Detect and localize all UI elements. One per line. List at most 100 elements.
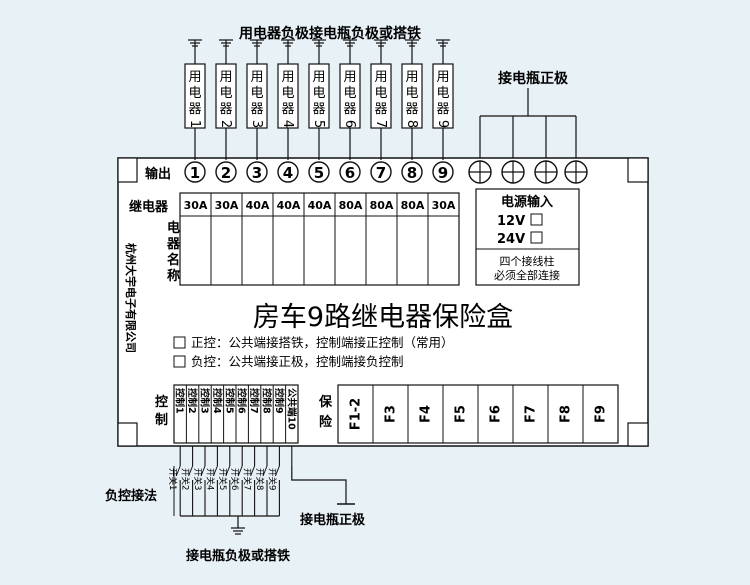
appliance-char: 器 [312,102,325,117]
company-name: 杭州大宇电子有限公司 [124,243,138,353]
appliance-char: 器 [281,102,294,117]
appliance-char: 用 [312,70,325,85]
control-pin-label: 控制8 [261,388,273,414]
switch-3: 开关3 [192,465,206,516]
appliance-char: 器 [374,102,387,117]
mode-checkbox-2[interactable] [173,355,186,368]
relay-label: 继电器 [129,199,169,215]
relay-rating: 80A [370,199,394,212]
power-note-line2: 必须全部连接 [494,268,560,282]
fuse-slot-label: F4 [419,405,434,423]
appliance-char: 器 [219,102,232,117]
power-input-title: 电源输入 [501,194,553,210]
switch-label: 开关9 [266,468,277,490]
appliance-number: 4 [280,120,295,128]
appliance-char: 电 [374,86,387,101]
appliance-number: 6 [342,120,357,128]
switch-label: 开关3 [192,468,203,490]
battery-negative-label-bottom: 接电瓶负极或搭铁 [186,548,290,564]
mode-text-1: 正控：公共端接搭铁，控制端接正控制（常用） [191,335,454,350]
fuse-slot-label: F6 [489,405,504,423]
output-label: 输出 [145,166,171,182]
appliance-char: 器 [405,102,418,117]
control-pin-label: 控制5 [223,388,235,414]
voltage-12v-label: 12V [497,214,525,229]
output-terminal-7: 7 [370,161,392,183]
fuse-slot-label: F8 [559,405,574,423]
relay-rating: 40A [308,199,332,212]
appliance-number: 1 [187,120,202,128]
voltage-24v-checkbox[interactable] [530,231,543,244]
switch-1: 开关1 [167,465,181,516]
switch-label: 开关1 [167,468,178,490]
appliance-char: 电 [188,86,201,101]
mode-option-1[interactable]: 正控：公共端接搭铁，控制端接正控制（常用） [173,335,454,350]
appliance-char: 用 [405,70,418,85]
mount-tab-tr [627,157,649,183]
appliance-char: 用 [436,70,449,85]
negative-control-label: 负控接法 [105,488,157,504]
power-terminal-2 [501,160,525,184]
svg-text:3: 3 [252,164,262,182]
mode-text-2: 负控：公共端接正极，控制端接负控制 [191,354,404,369]
switch-6: 开关6 [229,465,243,516]
svg-text:2: 2 [221,164,231,182]
power-terminal-1 [468,160,492,184]
switch-7: 开关7 [242,465,256,516]
appliance-number: 3 [249,120,264,128]
svg-text:1: 1 [190,164,200,182]
switch-label: 开关2 [180,468,191,490]
mount-tab-br [627,422,649,447]
appliance-char: 器 [250,102,263,117]
mode-checkbox-1[interactable] [173,336,186,349]
appliance-char: 用 [250,70,263,85]
relay-rating: 30A [432,199,456,212]
control-pin-label: 控制1 [174,388,186,414]
relay-rating: 80A [339,199,363,212]
relay-rating: 30A [215,199,239,212]
switch-8: 开关8 [254,465,268,516]
switch-4: 开关4 [204,465,218,516]
appliance-char: 器 [343,102,356,117]
control-pin-label: 公共端10 [285,388,297,430]
switch-label: 开关6 [229,468,240,490]
fuse-slot-label: F9 [594,405,609,423]
switch-9: 开关9 [266,465,280,516]
output-terminal-4: 4 [277,161,299,183]
appliance-number: 2 [218,120,233,128]
switch-label: 开关5 [217,468,228,490]
svg-text:7: 7 [376,164,386,182]
fuse-slot-label: F1-2 [349,398,364,430]
voltage-12v-checkbox[interactable] [530,213,543,226]
mode-option-2[interactable]: 负控：公共端接正极，控制端接负控制 [173,354,404,369]
control-pin-label: 控制6 [236,388,248,414]
output-terminal-5: 5 [308,161,330,183]
control-label: 控 制 [155,394,173,428]
mount-tab-bl [117,422,138,447]
voltage-24v-label: 24V [497,232,525,247]
box-title: 房车9路继电器保险盒 [253,302,513,333]
switch-label: 开关7 [242,468,253,490]
switch-2: 开关2 [180,465,194,516]
appliance-char: 电 [219,86,232,101]
ground-icon [231,527,245,535]
battery-positive-label-bottom: 接电瓶正极 [300,512,366,528]
appliance-char: 用 [188,70,201,85]
relay-rating: 30A [184,199,208,212]
svg-text:6: 6 [345,164,355,182]
power-input-panel: 电源输入 12V 24V 四个接线柱 必须全部连接 [475,188,580,286]
appliance-char: 电 [343,86,356,101]
mount-tab-tl [117,157,138,183]
